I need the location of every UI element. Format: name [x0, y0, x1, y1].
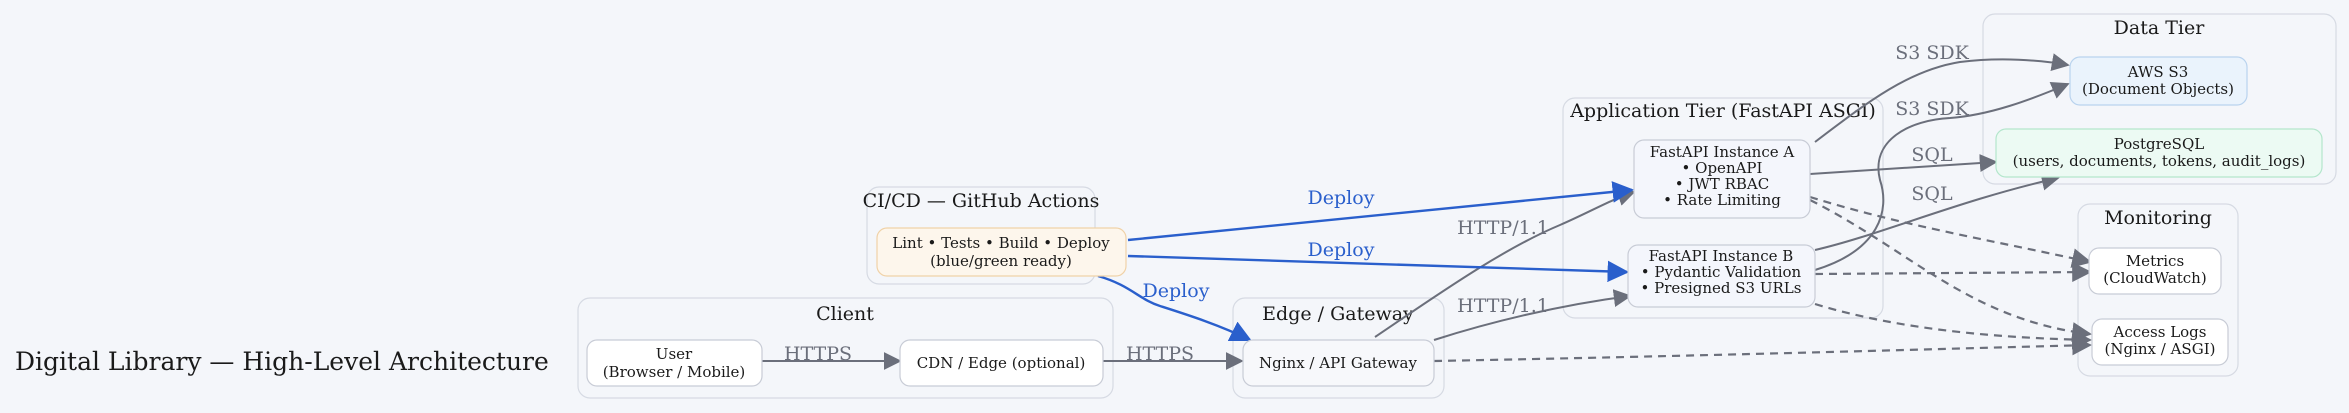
edge-label-sql-a: SQL [1911, 144, 1953, 166]
node-metrics-line-2: (CloudWatch) [2103, 269, 2206, 287]
node-postgres-line-2: (users, documents, tokens, audit_logs) [2013, 152, 2306, 170]
edge-label-http-b: HTTP/1.1 [1457, 295, 1549, 317]
edge-deploy-nginx [1097, 274, 1252, 342]
node-nginx-line-1: Nginx / API Gateway [1259, 354, 1417, 372]
node-postgres-line-1: PostgreSQL [2114, 135, 2204, 153]
node-user-line-1: User [656, 345, 693, 363]
node-fastapi-a-line-3: • JWT RBAC [1675, 175, 1769, 193]
edge-fastapi-a-access-logs [1809, 199, 2092, 342]
edge-fastapi-b-s3 [1814, 81, 2070, 271]
node-access-logs[interactable]: Access Logs (Nginx / ASGI) [2091, 318, 2229, 366]
node-pipeline[interactable]: Lint • Tests • Build • Deploy (blue/gree… [876, 227, 1127, 277]
node-postgres[interactable]: PostgreSQL (users, documents, tokens, au… [1995, 128, 2323, 178]
node-fastapi-a-line-4: • Rate Limiting [1663, 191, 1781, 209]
edge-labels: HTTPS HTTPS HTTP/1.1 HTTP/1.1 Deploy Dep… [784, 42, 1970, 365]
cluster-app-title: Application Tier (FastAPI ASGI) [1569, 100, 1876, 122]
edge-deploy-fastapi-a [1127, 181, 1635, 242]
edge-label-deploy-b: Deploy [1308, 239, 1375, 261]
node-access-logs-line-2: (Nginx / ASGI) [2105, 340, 2216, 358]
edge-fastapi-b-metrics [1814, 262, 2092, 283]
edge-nginx-access-logs [1433, 335, 2092, 363]
node-fastapi-b[interactable]: FastAPI Instance B • Pydantic Validation… [1627, 244, 1816, 308]
edge-label-http-a: HTTP/1.1 [1457, 217, 1549, 239]
edge-fastapi-a-postgres [1809, 154, 1998, 175]
edge-fastapi-a-s3 [1814, 53, 2070, 143]
cluster-edge-title: Edge / Gateway [1262, 303, 1414, 325]
edge-fastapi-b-postgres [1814, 172, 2060, 251]
edge-nginx-fastapi-a [1374, 188, 1636, 338]
edges [760, 53, 2070, 370]
cluster-cicd-title: CI/CD — GitHub Actions [863, 190, 1100, 212]
node-fastapi-b-line-2: • Pydantic Validation [1641, 263, 1802, 281]
edge-fastapi-a-metrics [1809, 195, 2092, 268]
node-s3-line-2: (Document Objects) [2082, 80, 2234, 98]
node-user[interactable]: User (Browser / Mobile) [586, 339, 763, 387]
dashed-edges [1433, 195, 2092, 363]
cluster-client-title: Client [816, 303, 874, 325]
node-metrics-line-1: Metrics [2126, 252, 2184, 270]
node-cdn[interactable]: CDN / Edge (optional) [899, 339, 1104, 387]
deploy-edges [1097, 181, 1635, 342]
edge-label-s3-b: S3 SDK [1895, 98, 1969, 120]
node-fastapi-a-line-2: • OpenAPI [1682, 159, 1763, 177]
node-pipeline-line-2: (blue/green ready) [930, 252, 1072, 270]
node-user-line-2: (Browser / Mobile) [603, 363, 746, 381]
edge-fastapi-b-access-logs [1814, 302, 2092, 350]
node-access-logs-line-1: Access Logs [2113, 323, 2207, 341]
node-pipeline-line-1: Lint • Tests • Build • Deploy [892, 234, 1110, 252]
edge-label-s3-a: S3 SDK [1895, 42, 1969, 64]
node-fastapi-b-line-1: FastAPI Instance B [1649, 247, 1794, 265]
edge-nginx-fastapi-b [1433, 289, 1632, 341]
edge-label-https-user-cdn: HTTPS [784, 343, 852, 365]
cluster-data-title: Data Tier [2114, 17, 2206, 39]
edge-deploy-fastapi-b [1127, 254, 1630, 283]
node-fastapi-b-line-3: • Presigned S3 URLs [1641, 279, 1802, 297]
cluster-monitoring-title: Monitoring [2104, 207, 2212, 229]
node-s3-line-1: AWS S3 [2127, 63, 2189, 81]
node-cdn-line-1: CDN / Edge (optional) [917, 354, 1086, 372]
edge-label-https-cdn-nginx: HTTPS [1126, 343, 1194, 365]
node-s3[interactable]: AWS S3 (Document Objects) [2069, 56, 2248, 106]
edge-label-deploy-a: Deploy [1308, 187, 1375, 209]
node-metrics[interactable]: Metrics (CloudWatch) [2088, 247, 2222, 295]
edge-label-sql-b: SQL [1911, 183, 1953, 205]
edge-label-deploy-nginx: Deploy [1143, 280, 1210, 302]
node-nginx[interactable]: Nginx / API Gateway [1242, 339, 1435, 387]
diagram-title: Digital Library — High-Level Architectur… [15, 347, 549, 376]
node-fastapi-a[interactable]: FastAPI Instance A • OpenAPI • JWT RBAC … [1633, 139, 1811, 219]
node-fastapi-a-line-1: FastAPI Instance A [1650, 143, 1795, 161]
